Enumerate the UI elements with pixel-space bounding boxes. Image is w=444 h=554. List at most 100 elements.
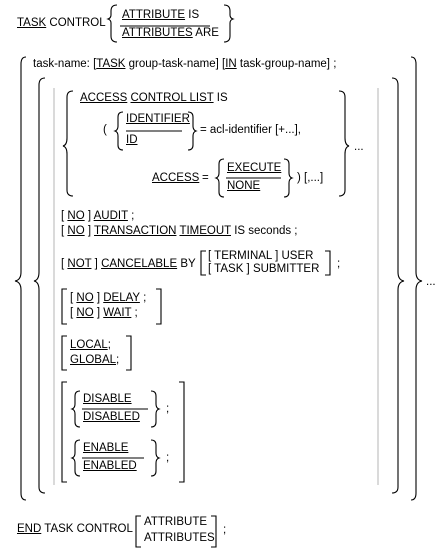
footer-left-bracket [135,515,141,548]
wait-line: [ NO ] WAIT ; [70,307,138,320]
header-attributes: ATTRIBUTES [122,27,193,39]
audit-line: [ NO ] AUDIT ; [61,210,134,223]
enable-semi: ; [166,452,170,464]
timeout-line: [ NO ] TRANSACTION TIMEOUT IS seconds ; [61,225,298,238]
identifier-left-brace [113,111,124,151]
acl-left-brace [62,90,74,197]
delay-right-bracket [156,288,162,325]
header-is: IS [188,9,200,21]
cancel-by: BY [180,258,196,270]
wait-keyword: WAIT [103,307,132,319]
footer-attribute: ATTRIBUTE [144,516,208,528]
footer-task-control: TASK CONTROL [44,523,133,535]
header-right-brace [223,4,235,43]
cancel-right-bracket [325,250,331,276]
cancel-left-bracket [200,250,206,276]
global-line: GLOBAL; [70,354,119,367]
delay-line: [ NO ] DELAY ; [70,292,146,305]
execute-left-brace [214,158,225,198]
footer-end-task-control: END TASK CONTROL [17,523,133,536]
task-name-task-keyword: TASK [96,58,126,70]
timeout-no: NO [67,225,85,237]
timeout-is: IS [234,225,246,237]
delay-no: NO [76,292,94,304]
header-left-brace [106,4,118,43]
task-name-line: task-name: [TASK group-task-name] [IN ta… [33,58,336,71]
timeout-transaction: TRANSACTION [94,225,177,237]
inner-left-brace [33,77,46,494]
acl-identifier: IDENTIFIER [126,113,190,125]
cancel-terminal-user: [ TERMINAL ] USER [208,250,314,262]
task-name-in-keyword: IN [225,58,237,70]
wait-open: [ [70,307,77,319]
footer-attributes: ATTRIBUTES [144,532,215,544]
disable-semi: ; [166,403,170,415]
enable-left-brace [70,439,81,477]
acl-right-brace [338,90,350,197]
disable-keyword: DISABLE [83,393,132,405]
acl-is: IS [216,92,228,104]
header-are: ARE [195,27,219,39]
enabled-keyword: ENABLED [83,460,137,472]
header-task-keyword: TASK [17,17,47,29]
acl-ellipsis: ... [354,141,364,153]
cancel-keyword: CANCELABLE [101,258,178,270]
timeout-seconds: seconds ; [248,225,298,237]
task-name-prefix: task-name: [ [33,58,97,70]
inner-right-brace [391,77,405,494]
delay-close: ] [93,292,104,304]
scope-right-bracket [126,335,132,371]
audit-open: [ [61,210,68,222]
cancel-semi: ; [337,258,341,270]
global-semi: ; [116,354,120,366]
cancel-not: NOT [67,258,92,270]
disable-group-right-bracket [179,381,185,483]
scope-left-bracket [61,335,67,371]
delay-semi: ; [139,292,147,304]
cancel-task-submitter: [ TASK ] SUBMITTER [208,263,320,275]
acl-close: ) [,...] [297,172,324,184]
local-line: LOCAL; [70,339,111,352]
identifier-right-brace [187,111,198,151]
timeout-close: ] [84,225,95,237]
local-keyword: LOCAL [70,339,108,351]
task-name-suffix: task-group-name] ; [236,58,337,70]
wait-close: ] [93,307,104,319]
timeout-keyword: TIMEOUT [179,225,231,237]
wait-no: NO [76,307,94,319]
cancel-open: [ [61,258,68,270]
acl-equals: = [202,172,209,184]
enable-keyword: ENABLE [83,442,129,454]
local-semi: ; [107,339,111,351]
audit-semi: ; [127,210,135,222]
acl-execute: EXECUTE [227,162,282,174]
footer-semi: ; [223,524,227,536]
disabled-keyword: DISABLED [83,411,140,423]
acl-open-paren: ( [103,124,107,136]
audit-no: NO [67,210,85,222]
outer-ellipsis: ... [426,276,436,288]
acl-none: NONE [227,180,261,192]
acl-heading: ACCESS CONTROL LIST IS [80,92,228,105]
task-name-mid: group-task-name] [ [125,58,226,70]
acl-access2: ACCESS [152,172,200,184]
cancel-line: [ NOT ] CANCELABLE BY [61,258,196,271]
wait-semi: ; [131,307,138,319]
footer-end-keyword: END [17,523,42,535]
header-attributes-are: ATTRIBUTES ARE [122,27,219,40]
acl-control-list-keyword: CONTROL LIST [130,92,214,104]
audit-close: ] [84,210,94,222]
acl-equals-identifier: = acl-identifier [+...], [200,124,301,136]
enable-right-brace [150,439,161,477]
execute-right-brace [283,158,294,198]
acl-access-keyword: ACCESS [80,92,128,104]
header-attribute: ATTRIBUTE [122,9,186,21]
disable-right-brace [150,390,161,428]
delay-open: [ [70,292,77,304]
acl-id: ID [126,134,138,146]
header-attribute-is: ATTRIBUTE IS [122,9,199,22]
outer-right-brace [410,56,423,501]
timeout-open: [ [61,225,68,237]
